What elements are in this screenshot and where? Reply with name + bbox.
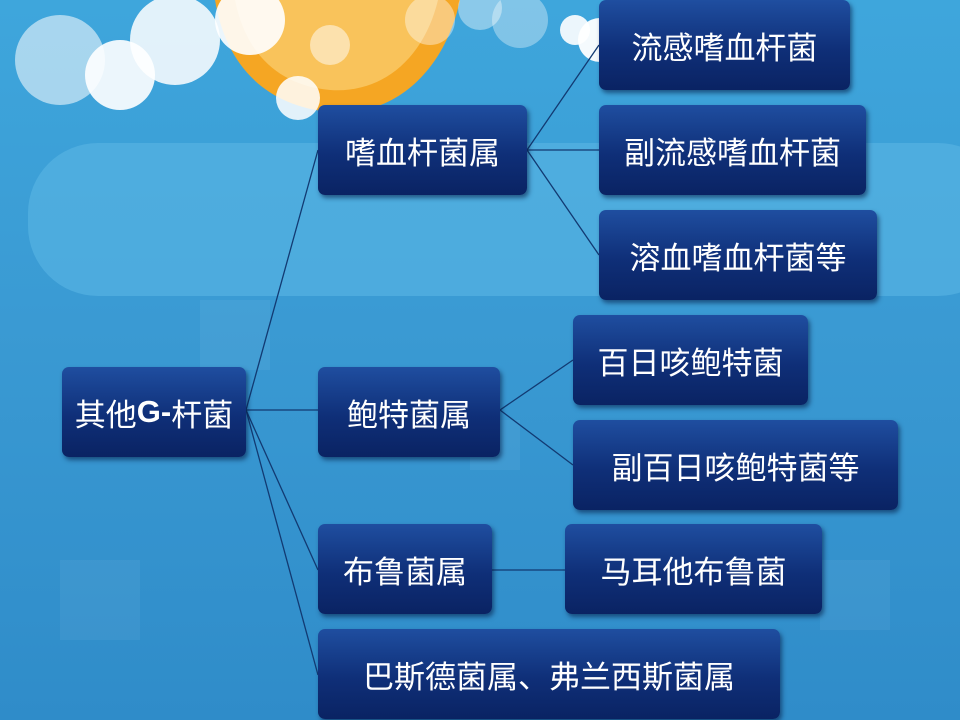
link-genus1-species-3 [526,149,600,256]
species-label: 马耳他布鲁菌 [600,554,787,591]
link-genus2-species-1 [499,359,574,411]
link-genus2-species-2 [499,409,574,466]
genus-node-brucella: 布鲁菌属 [318,524,492,614]
cloud-decoration [15,0,622,120]
species-label: 流感嗜血杆菌 [631,30,818,67]
link-root-genus-3 [245,409,319,571]
species-label: 百日咳鲍特菌 [597,345,784,382]
genus-node-pasteurella-francisella: 巴斯德菌属、弗兰西斯菌属 [318,629,780,719]
species-node: 百日咳鲍特菌 [573,315,808,405]
species-node: 流感嗜血杆菌 [599,0,850,90]
link-root-genus-1 [245,149,319,411]
species-node: 副百日咳鲍特菌等 [573,420,898,510]
species-label: 副流感嗜血杆菌 [624,135,841,172]
root-node-suffix: 杆菌 [171,397,234,434]
species-node: 马耳他布鲁菌 [565,524,822,614]
species-node: 副流感嗜血杆菌 [599,105,866,195]
genus-node-haemophilus: 嗜血杆菌属 [318,105,527,195]
root-node-prefix: 其他 [74,397,137,434]
species-label: 溶血嗜血杆菌等 [629,240,847,277]
genus-label: 布鲁菌属 [343,554,467,591]
genus-label: 巴斯德菌属、弗兰西斯菌属 [363,659,735,696]
link-root-genus-4 [245,409,319,676]
species-node: 溶血嗜血杆菌等 [599,210,877,300]
genus-label: 鲍特菌属 [347,397,471,434]
link-genus1-species-1 [526,44,600,151]
root-node-emph: G- [136,394,172,429]
species-label: 副百日咳鲍特菌等 [611,450,860,487]
genus-node-bordetella: 鲍特菌属 [318,367,500,457]
genus-label: 嗜血杆菌属 [345,135,500,172]
